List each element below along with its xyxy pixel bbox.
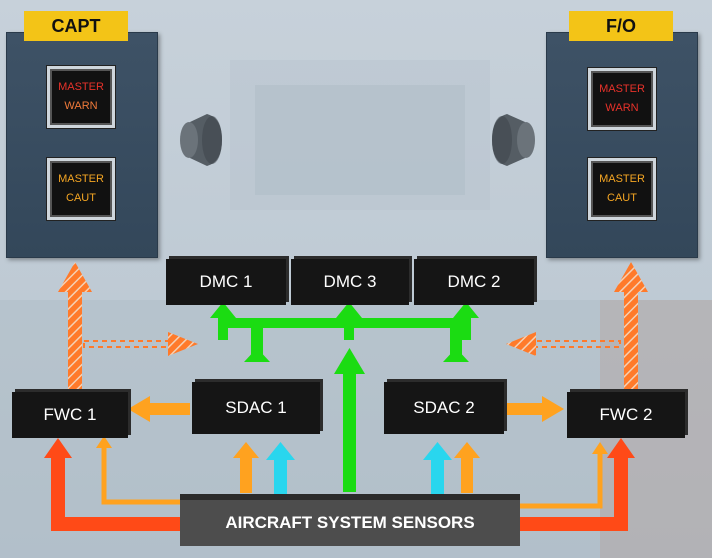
hatched-arrows [58,262,648,390]
master-caut-line1: MASTER [58,173,104,185]
orange-arrows [96,396,608,509]
master-warn-line1: MASTER [58,81,104,93]
green-arrows [210,302,479,492]
first-officer-master-warn-button[interactable]: MASTER WARN [588,68,656,130]
first-officer-panel-label: F/O [569,11,673,41]
dmc-3-box: DMC 3 [291,259,409,305]
master-warn-line2: WARN [64,100,98,112]
master-caut-line1: MASTER [599,173,645,185]
fwc-2-box: FWC 2 [567,392,685,438]
captain-master-caut-button[interactable]: MASTER CAUT [47,158,115,220]
master-warn-line1: MASTER [599,83,645,95]
red-arrows [44,438,635,531]
captain-panel-label: CAPT [24,11,128,41]
dmc-1-box: DMC 1 [166,259,286,305]
sdac-2-box: SDAC 2 [384,382,504,434]
master-caut-line2: CAUT [607,192,637,204]
first-officer-master-caut-button[interactable]: MASTER CAUT [588,158,656,220]
sdac-1-box: SDAC 1 [192,382,320,434]
cyan-arrows [266,442,452,494]
dmc-2-box: DMC 2 [414,259,534,305]
aircraft-system-sensors-box: AIRCRAFT SYSTEM SENSORS [180,500,520,546]
captain-master-warn-button[interactable]: MASTER WARN [47,66,115,128]
master-warn-line2: WARN [605,102,639,114]
master-caut-line2: CAUT [66,192,96,204]
fwc-1-box: FWC 1 [12,392,128,438]
